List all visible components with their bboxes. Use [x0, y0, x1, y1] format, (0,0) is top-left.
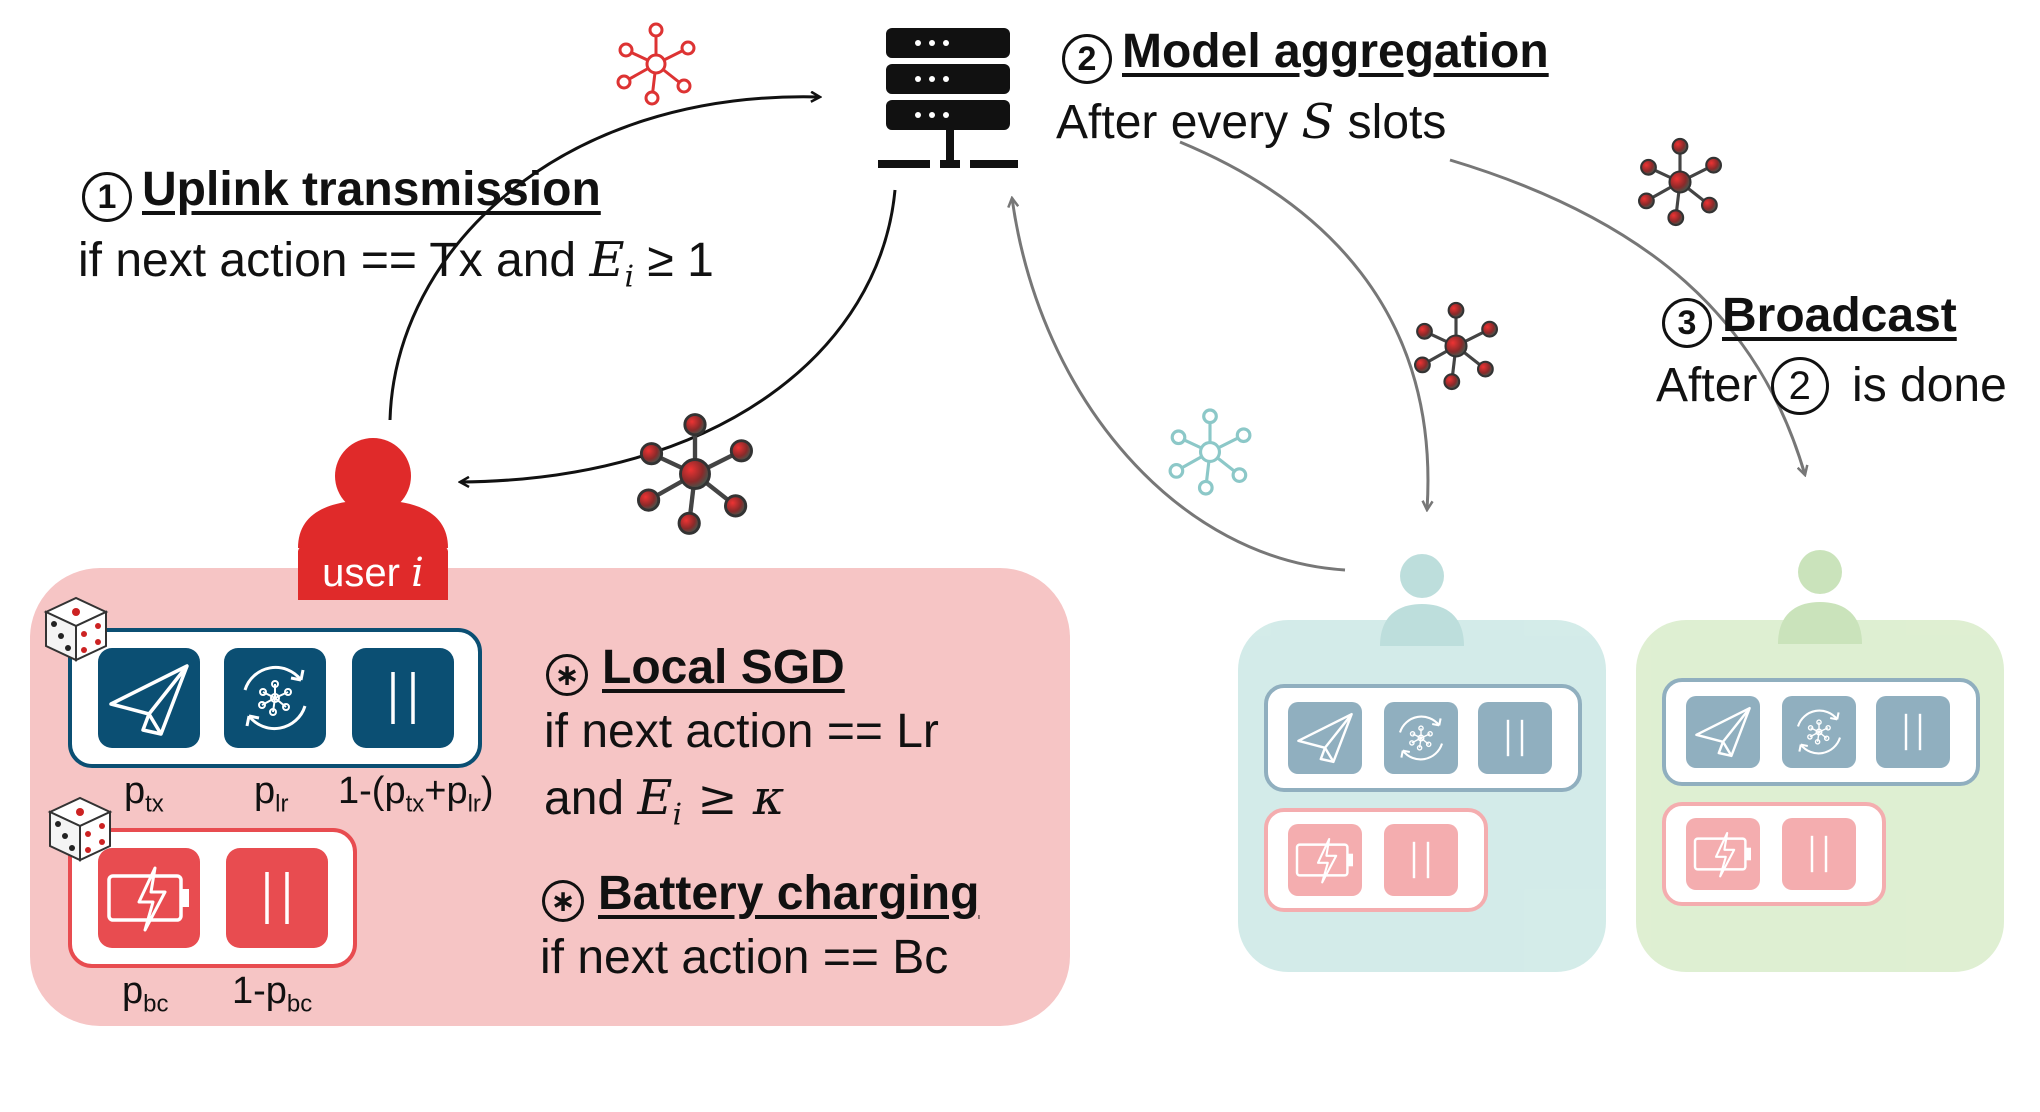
user-label: user i — [298, 546, 448, 600]
local-sgd-line2-sub: i — [672, 797, 683, 833]
network-model-icon — [1168, 408, 1252, 496]
step1-cond-sub: i — [624, 259, 635, 295]
step2-desc-suffix: slots — [1334, 96, 1447, 149]
prob-pbc: pbc — [122, 970, 169, 1019]
prob-pbc-base: p — [122, 970, 144, 1012]
prob-pbc-rest-sub: bc — [286, 990, 313, 1018]
local-sgd-line2-prefix: and — [544, 772, 638, 825]
step1-title: Uplink transmission — [142, 163, 601, 216]
step2-title: Model aggregation — [1122, 25, 1549, 78]
step1-number: 1 — [82, 171, 132, 222]
step3-desc-prefix: After — [1656, 359, 1771, 412]
step1-cond-suffix: ≥ 1 — [634, 234, 714, 287]
battery-heading: ∗ Battery charging — [542, 866, 979, 926]
prob-rest-sub1: tx — [405, 790, 425, 818]
network-model-icon — [1413, 301, 1499, 391]
teal-uplink-arrow — [1012, 198, 1346, 572]
idle-action-tile — [352, 648, 454, 748]
bc-idle-action-tile — [226, 848, 328, 948]
prob-rest: 1-(ptx+plr) — [338, 770, 494, 819]
prob-pbc-sub: bc — [143, 990, 169, 1018]
downlink-arrow — [460, 189, 897, 482]
server-icon — [878, 28, 1018, 168]
step1-cond-prefix: if next action == Tx and — [78, 234, 590, 287]
step3-number: 3 — [1662, 297, 1712, 348]
local-sgd-heading: ∗ Local SGD — [546, 640, 845, 700]
prob-pbc-rest-prefix: 1-p — [232, 970, 287, 1012]
local-sgd-title: Local SGD — [602, 641, 845, 694]
step3-desc-suffix: is done — [1838, 359, 2007, 412]
user-label-index: i — [411, 550, 424, 596]
step1-cond-math: E — [589, 232, 625, 288]
local-sgd-line1: if next action == Lr — [544, 705, 939, 758]
step3-description: After 2 is done — [1656, 357, 2007, 417]
step3-desc-ref: 2 — [1770, 357, 1829, 416]
local-sgd-line2-suffix: ≥ κ — [682, 770, 785, 826]
prob-rest-prefix: 1-(p — [338, 770, 406, 812]
broadcast-arrow-green — [1449, 158, 1805, 475]
network-model-icon — [638, 415, 751, 534]
uplink-arrow — [388, 97, 820, 421]
network-model-icon — [616, 22, 696, 106]
step3-title: Broadcast — [1722, 289, 1957, 342]
prob-rest-sub2: lr — [467, 790, 481, 818]
step2-number: 2 — [1062, 33, 1112, 84]
broadcast-arrow-teal — [1179, 140, 1428, 510]
step1-condition: if next action == Tx and Ei ≥ 1 — [78, 232, 714, 295]
dice-icon — [49, 797, 111, 861]
dice-icon — [45, 597, 107, 661]
prob-rest-suffix: ) — [480, 770, 494, 812]
prob-ptx-base: p — [124, 770, 146, 812]
local-sgd-line2: and Ei ≥ κ — [544, 770, 784, 833]
user-panel-green — [1636, 550, 2004, 972]
battery-title: Battery charging — [598, 867, 980, 920]
step2-desc-prefix: After every — [1056, 96, 1302, 149]
network-model-icon — [1637, 137, 1723, 227]
prob-plr-sub: lr — [275, 790, 289, 818]
local-sgd-line2-math: E — [637, 770, 673, 826]
prob-plr: plr — [254, 770, 288, 819]
prob-plr-base: p — [254, 770, 276, 812]
local-sgd-symbol: ∗ — [546, 653, 588, 696]
prob-ptx: ptx — [124, 770, 164, 819]
bc-action-tile — [98, 848, 200, 948]
prob-rest-mid: +p — [424, 770, 468, 812]
step2-description: After every S slots — [1056, 94, 1446, 150]
user-label-text: user — [322, 551, 412, 595]
user-icon — [298, 438, 448, 548]
prob-ptx-sub: tx — [145, 790, 164, 818]
prob-pbc-rest: 1-pbc — [232, 970, 312, 1019]
battery-line1: if next action == Bc — [540, 931, 949, 984]
battery-symbol: ∗ — [542, 879, 584, 922]
step2-desc-math: S — [1301, 94, 1335, 150]
user-panel-teal — [1238, 554, 1606, 972]
